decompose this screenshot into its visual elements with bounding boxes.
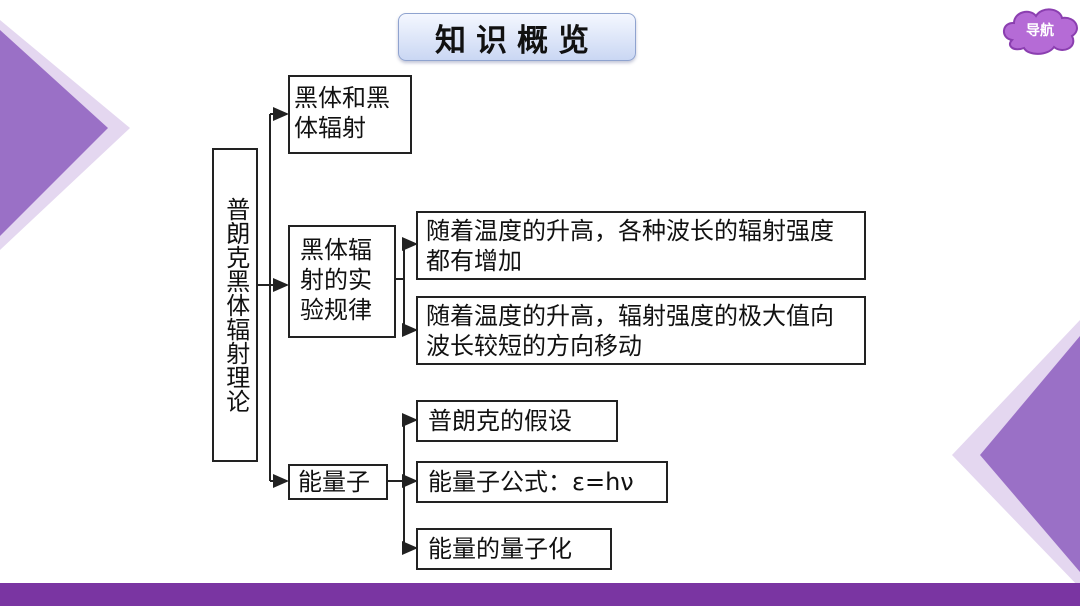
node-blackbody: 黑体和黑体辐射 <box>288 75 412 154</box>
nav-label: 导航 <box>1026 23 1054 39</box>
node-rule-1: 随着温度的升高，各种波长的辐射强度都有增加 <box>416 211 866 280</box>
node-planck-hypothesis: 普朗克的假设 <box>416 400 618 442</box>
node-quantum-formula: 能量子公式：ε=hν <box>416 461 668 503</box>
bottom-bar <box>0 583 1080 606</box>
node-experiment-rules: 黑体辐射的实验规律 <box>288 225 396 338</box>
node-rule-2: 随着温度的升高，辐射强度的极大值向波长较短的方向移动 <box>416 296 866 365</box>
node-energy-quantum: 能量子 <box>288 464 388 500</box>
nav-button[interactable]: 导航 <box>998 4 1080 56</box>
cloud-icon <box>1003 8 1078 55</box>
root-node: 普朗克黑体辐射理论 <box>212 148 258 462</box>
node-quantization: 能量的量子化 <box>416 528 612 570</box>
page-title: 知识概览 <box>398 13 636 61</box>
